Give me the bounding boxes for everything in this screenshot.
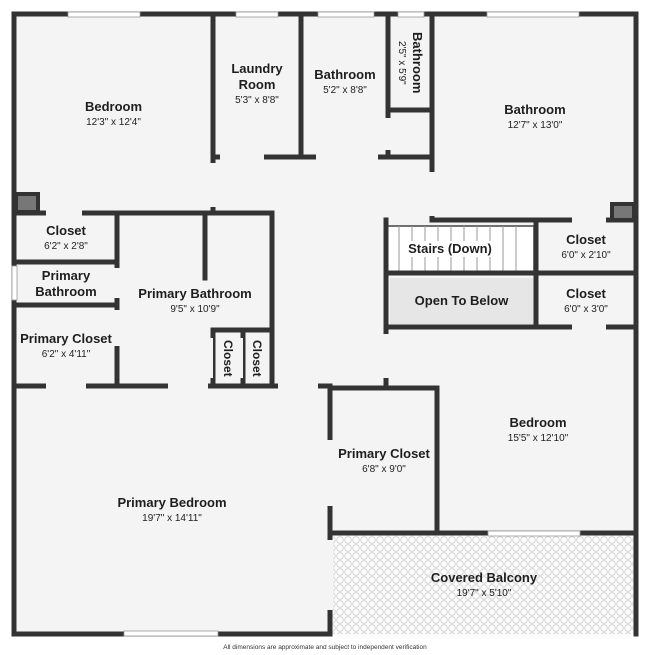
room-bedroom-e: Bedroom 15'5" x 12'10" — [440, 330, 636, 530]
room-dimensions: 6'2" x 4'11" — [41, 349, 91, 360]
room-laundry: Laundry Room 5'3" x 8'8" — [217, 58, 297, 110]
room-primary-closet-c: Primary Closet 6'8" x 9'0" — [333, 391, 435, 531]
room-closet-small-2: Closet — [245, 333, 269, 384]
room-name: Bedroom — [84, 99, 143, 114]
disclaimer-footer: All dimensions are approximate and subje… — [223, 644, 427, 651]
room-dimensions: 12'7" x 13'0" — [507, 120, 563, 131]
room-closet-e2: Closet 6'0" x 3'0" — [538, 276, 634, 325]
room-bedroom-nw: Bedroom 12'3" x 12'4" — [14, 14, 213, 214]
chimney-fill-w — [18, 196, 36, 210]
room-stairs: Stairs (Down) — [388, 228, 512, 270]
room-name: Primary Closet — [338, 446, 430, 461]
room-name: Primary Bathroom — [35, 267, 97, 299]
room-dimensions: 5'2" x 8'8" — [323, 85, 367, 96]
room-bathroom-mid: Bathroom 5'2" x 8'8" — [305, 62, 385, 102]
room-name: Laundry Room — [231, 61, 283, 92]
room-primary-closet-w: Primary Closet 6'2" x 4'11" — [17, 308, 115, 384]
open-below-floor — [390, 278, 534, 324]
room-balcony: Covered Balcony 19'7" x 5'10" — [333, 537, 635, 632]
windows — [11, 11, 581, 637]
room-name: Closet — [566, 232, 606, 247]
room-open-below: Open To Below — [389, 277, 534, 325]
room-closet-w: Closet 6'2" x 2'8" — [17, 216, 115, 260]
room-closet-e1: Closet 6'0" x 2'10" — [538, 223, 634, 271]
room-name: Closet — [250, 340, 264, 377]
room-dimensions: 15'5" x 12'10" — [507, 433, 569, 444]
room-name: Primary Closet — [20, 331, 112, 346]
room-name: Stairs (Down) — [405, 241, 495, 257]
room-name: Bedroom — [509, 415, 567, 430]
room-dimensions: 6'2" x 2'8" — [44, 241, 88, 252]
room-dimensions: 6'0" x 3'0" — [564, 303, 608, 315]
room-name: Closet — [46, 223, 86, 238]
room-dimensions: 19'7" x 14'11" — [142, 513, 202, 524]
door-openings — [46, 118, 606, 610]
room-name: Bathroom — [314, 67, 376, 82]
room-dimensions: 6'0" x 2'10" — [561, 250, 611, 261]
room-primary-bath-small: Primary Bathroom — [17, 264, 115, 303]
room-name: Primary Bedroom — [117, 495, 227, 510]
room-name: Open To Below — [414, 293, 509, 308]
room-dimensions: 19'7" x 5'10" — [456, 587, 512, 599]
room-bathroom-ne: Bathroom 12'7" x 13'0" — [435, 14, 635, 220]
room-dimensions: 12'3" x 12'4" — [86, 117, 141, 128]
chimney-fill-e — [614, 206, 632, 218]
room-closet-small-1: Closet — [215, 333, 241, 384]
room-primary-bath: Primary Bathroom 9'5" x 10'9" — [120, 276, 270, 326]
room-name: Closet — [566, 285, 606, 301]
room-dimensions: 6'8" x 9'0" — [362, 464, 406, 475]
room-name: Closet — [221, 340, 235, 377]
room-dimensions: 2'5" x 5'9" — [396, 41, 407, 85]
room-dimensions: 9'5" x 10'9" — [170, 304, 220, 315]
room-name: Primary Bathroom — [138, 286, 252, 301]
room-name: Bathroom — [504, 102, 566, 117]
room-dimensions: 5'3" x 8'8" — [235, 95, 279, 106]
room-name: Covered Balcony — [430, 569, 538, 585]
room-bathroom-narrow: Bathroom 2'5" x 5'9" — [391, 18, 429, 108]
room-name: Bathroom — [410, 32, 425, 94]
room-primary-bedroom: Primary Bedroom 19'7" x 14'11" — [17, 389, 327, 631]
balcony-floor — [330, 535, 636, 634]
